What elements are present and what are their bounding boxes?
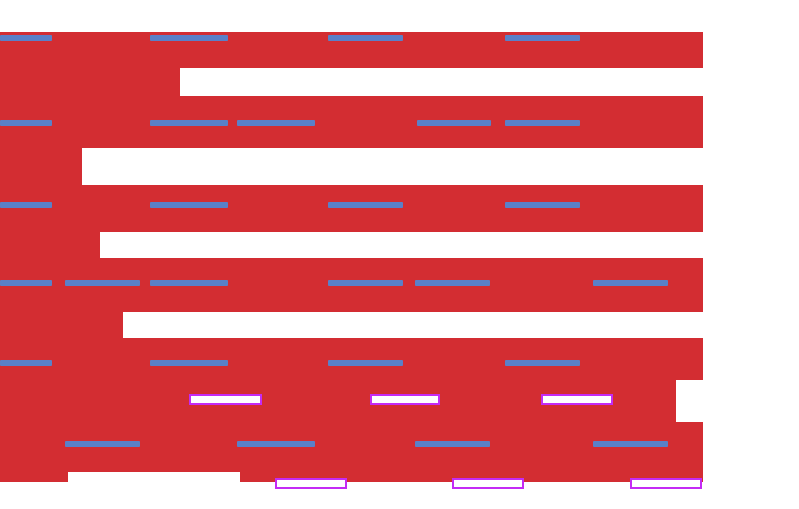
marker-r1-c4[interactable] [505,35,580,41]
marker-r6-c4[interactable] [593,441,668,447]
marker-r6-c3[interactable] [415,441,490,447]
highlight-h2-c2[interactable] [452,478,524,489]
marker-r3-c1[interactable] [0,202,52,208]
marker-r1-c2[interactable] [150,35,228,41]
marker-r1-c1[interactable] [0,35,52,41]
marker-r4-c4[interactable] [328,280,403,286]
highlight-h1-c3[interactable] [541,394,613,405]
redaction-band-7 [240,472,703,482]
redaction-band-3 [0,185,703,232]
marker-r1-c3[interactable] [328,35,403,41]
redaction-band-1-left [0,68,180,96]
marker-r3-c4[interactable] [505,202,580,208]
marker-r6-c2[interactable] [237,441,315,447]
marker-r4-c2[interactable] [65,280,140,286]
marker-r2-c3[interactable] [237,120,315,126]
marker-r2-c1[interactable] [0,120,52,126]
gap-band-6 [68,472,240,482]
highlight-h2-c1[interactable] [275,478,347,489]
gap-band-5 [676,380,703,422]
redaction-band-4-left [0,312,123,338]
marker-r3-c3[interactable] [328,202,403,208]
gap-band-2 [82,148,799,185]
gap-band-3 [100,232,703,258]
redaction-band-2 [0,96,703,148]
highlight-h2-c3[interactable] [630,478,702,489]
marker-r4-c5[interactable] [415,280,490,286]
marker-r5-c1[interactable] [0,360,52,366]
highlight-h1-c1[interactable] [189,394,262,405]
marker-r2-c5[interactable] [505,120,580,126]
marker-r2-c2[interactable] [150,120,228,126]
marker-r4-c3[interactable] [150,280,228,286]
redaction-band-6-left [0,472,68,482]
marker-r4-c1[interactable] [0,280,52,286]
redaction-band-6 [0,422,703,472]
marker-r6-c1[interactable] [65,441,140,447]
marker-r3-c2[interactable] [150,202,228,208]
redaction-band-5 [0,338,703,380]
marker-r5-c2[interactable] [150,360,228,366]
highlight-h1-c2[interactable] [370,394,440,405]
redaction-band-3-left [0,232,100,258]
redaction-band-2-left [0,148,82,185]
marker-r5-c4[interactable] [505,360,580,366]
gap-band-1 [180,68,703,96]
marker-r2-c4[interactable] [417,120,491,126]
marker-r5-c3[interactable] [328,360,403,366]
marker-r4-c6[interactable] [593,280,668,286]
gap-band-4 [123,312,703,338]
